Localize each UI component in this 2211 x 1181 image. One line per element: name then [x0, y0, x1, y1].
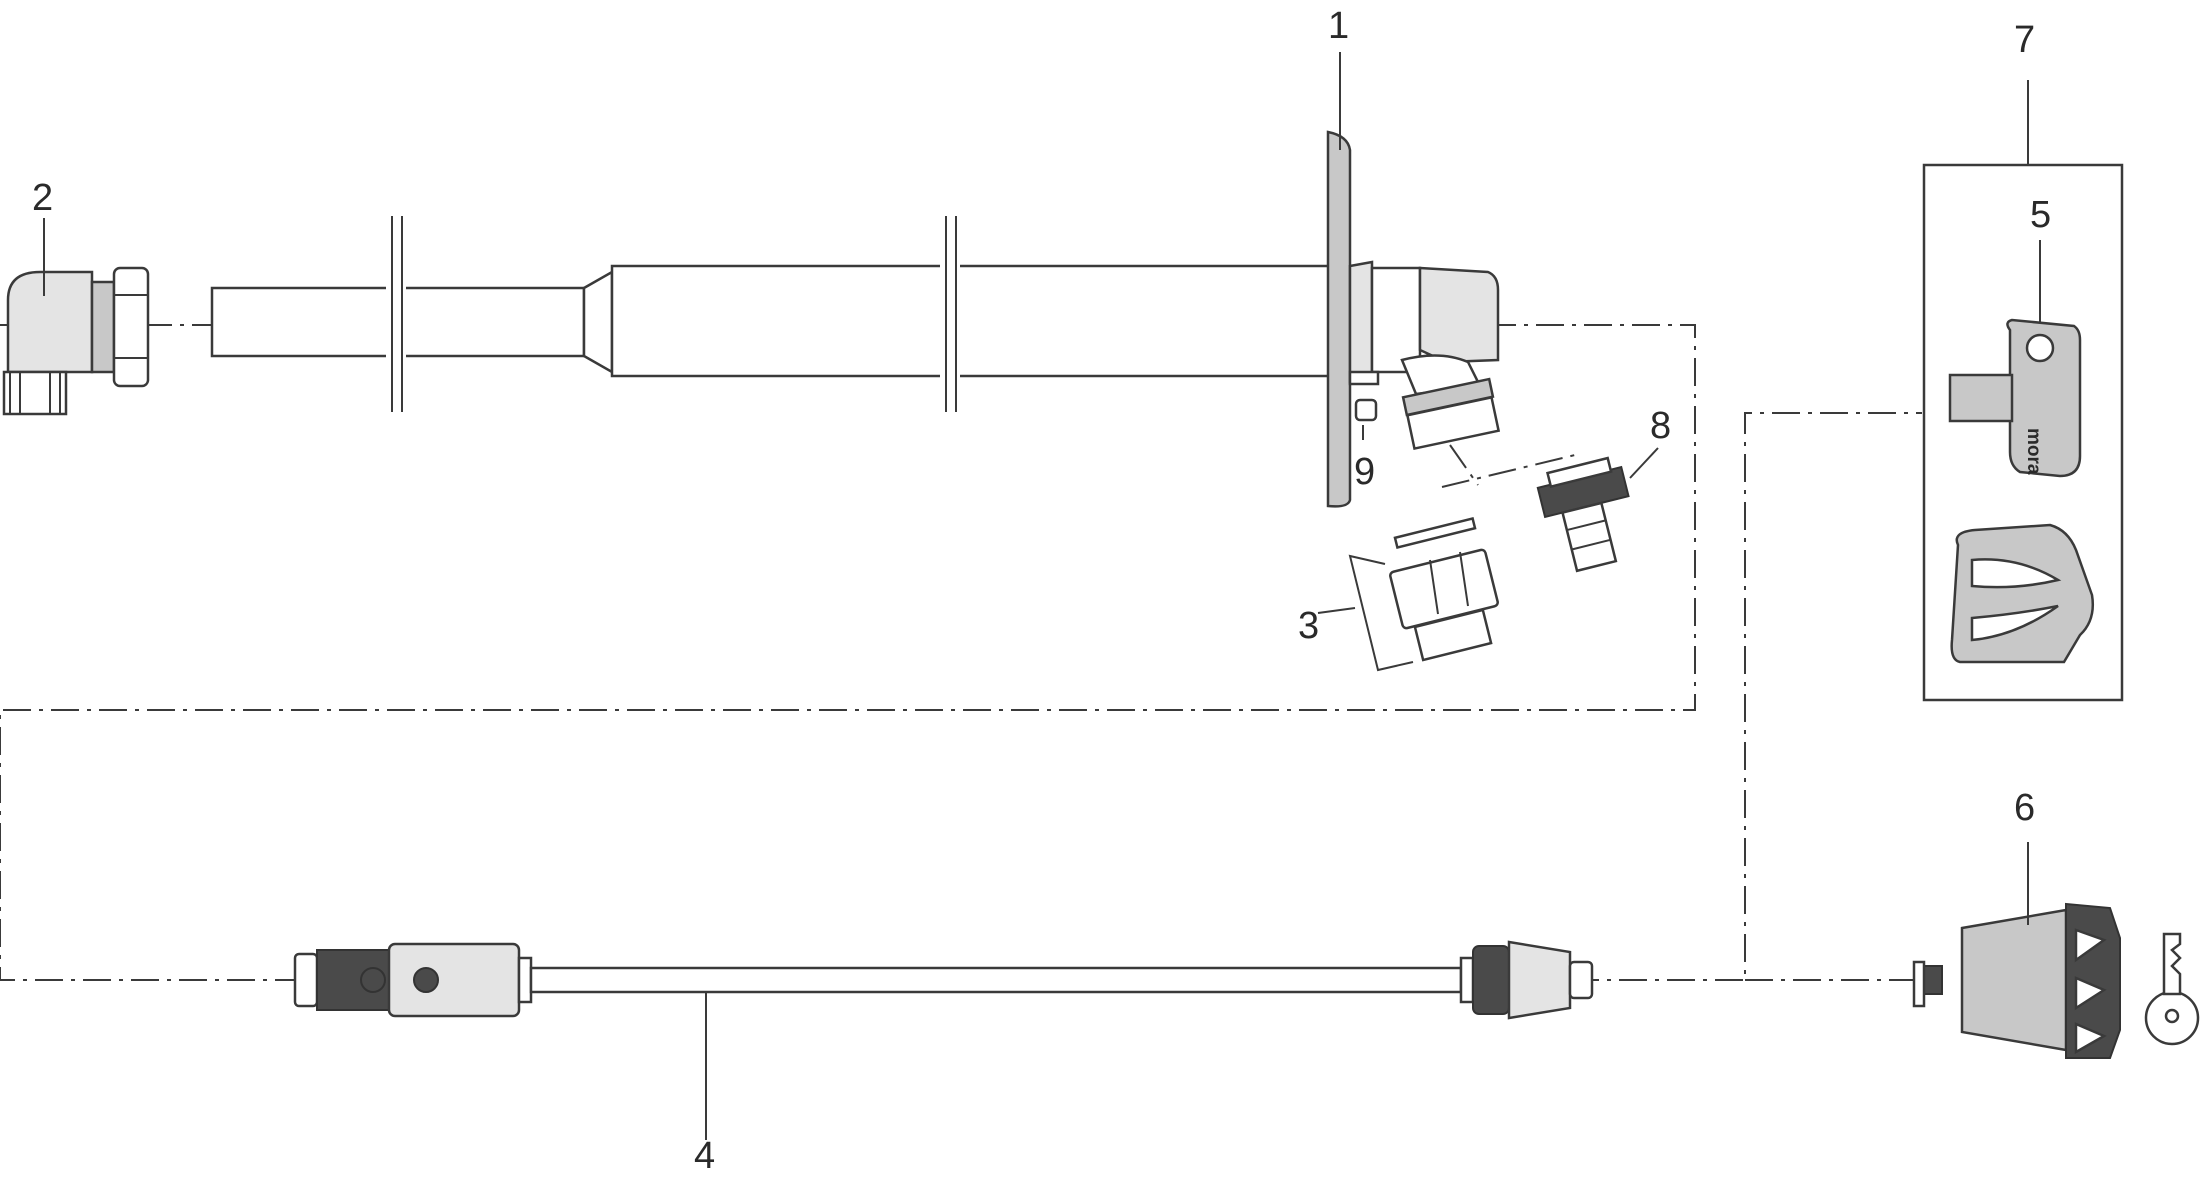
label-part-4: 4 — [694, 1135, 715, 1177]
label-part-9: 9 — [1354, 451, 1375, 493]
label-part-3: 3 — [1298, 605, 1319, 647]
label-part-6: 6 — [2014, 787, 2035, 829]
small-key-icon — [2144, 932, 2200, 1046]
connection-lines — [0, 324, 1922, 981]
hose-nozzle — [1536, 456, 1630, 573]
callout-labels: 1 2 3 4 5 6 7 8 9 — [32, 5, 2051, 1177]
label-part-5: 5 — [2030, 194, 2051, 236]
label-part-2: 2 — [32, 177, 53, 219]
lock-key-icon: mora — [1948, 318, 2082, 478]
key-brand-text: mora — [2023, 428, 2044, 475]
elbow-fitting — [2, 266, 150, 416]
handle-with-lock — [1912, 902, 2121, 1059]
label-part-7: 7 — [2014, 19, 2035, 61]
spindle-rod — [293, 940, 1594, 1020]
leader-lines — [43, 52, 2041, 1140]
valve-body — [210, 130, 1501, 508]
knob-handle-icon — [1950, 523, 2094, 664]
coupling-set — [1348, 516, 1499, 672]
label-part-1: 1 — [1328, 5, 1349, 47]
label-part-8: 8 — [1650, 405, 1671, 447]
